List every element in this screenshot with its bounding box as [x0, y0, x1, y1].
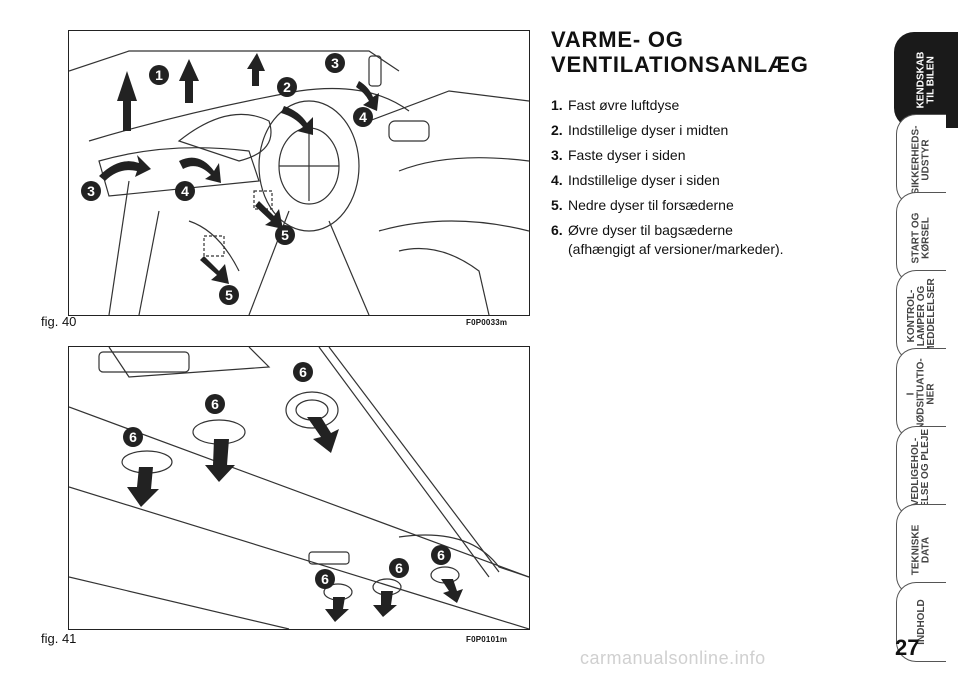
svg-text:6: 6	[211, 396, 219, 412]
figure-40-dashboard: 1 2 3 3 4 4 5	[68, 30, 530, 316]
list-item-number: 5.	[551, 197, 563, 213]
tab-label: MEDDELELSER	[925, 278, 937, 354]
figure-41-code: F0P0101m	[466, 635, 508, 644]
list-item-text: Fast øvre luftdyse	[568, 97, 680, 113]
svg-text:6: 6	[437, 547, 445, 563]
svg-text:6: 6	[395, 560, 403, 576]
callout-2: 2	[277, 77, 297, 97]
callout-6-b: 6	[205, 394, 225, 414]
list-item: 6. Øvre dyser til bagsæderne (afhængigt …	[551, 218, 784, 262]
list-item-number: 3.	[551, 147, 563, 163]
list-item-number: 1.	[551, 97, 563, 113]
svg-text:1: 1	[155, 67, 163, 83]
tab-label: UDSTYR	[920, 139, 932, 181]
section-title-line1: VARME- OG	[551, 27, 684, 52]
callout-5-right: 5	[275, 225, 295, 245]
figure-41-roof-vents: 6 6 6 6 6 6	[68, 346, 530, 630]
svg-text:4: 4	[359, 109, 367, 125]
callout-6-e: 6	[389, 558, 409, 578]
watermark: carmanualsonline.info	[580, 648, 766, 668]
svg-text:5: 5	[225, 287, 233, 303]
svg-text:3: 3	[331, 55, 339, 71]
list-item-text-line1: Øvre dyser til bagsæderne	[568, 222, 733, 238]
callout-6-c: 6	[293, 362, 313, 382]
figure-40-code: F0P0033m	[466, 318, 508, 327]
callout-3-right: 3	[325, 53, 345, 73]
list-item-text: Indstillelige dyser i midten	[568, 122, 729, 138]
section-title: VARME- OG VENTILATIONSANLÆG	[551, 27, 809, 77]
tab-label: KØRSEL	[920, 217, 932, 259]
vent-list: 1. Fast øvre luftdyse 2. Indstillelige d…	[551, 93, 784, 262]
callout-6-a: 6	[123, 427, 143, 447]
tab-label: NER	[925, 383, 937, 405]
callout-1: 1	[149, 65, 169, 85]
roof-vents-illustration: 6 6 6 6 6 6	[69, 347, 529, 629]
callout-6-f: 6	[431, 545, 451, 565]
svg-text:3: 3	[87, 183, 95, 199]
callout-4-right: 4	[353, 107, 373, 127]
figure-41-caption: fig. 41	[41, 631, 77, 646]
list-item-text: Nedre dyser til forsæderne	[568, 197, 734, 213]
tab-indhold[interactable]: INDHOLD	[896, 582, 946, 662]
svg-text:2: 2	[283, 79, 291, 95]
svg-text:5: 5	[281, 227, 289, 243]
tab-label: DATA	[920, 536, 932, 564]
callout-5-left: 5	[219, 285, 239, 305]
list-item-number: 6.	[551, 222, 563, 238]
section-title-line2: VENTILATIONSANLÆG	[551, 52, 809, 77]
list-item: 5. Nedre dyser til forsæderne	[551, 193, 784, 218]
list-item-text: Øvre dyser til bagsæderne (afhængigt af …	[568, 218, 784, 262]
page-number: 27	[895, 635, 920, 660]
list-item: 4. Indstillelige dyser i siden	[551, 168, 784, 193]
list-item: 3. Faste dyser i siden	[551, 143, 784, 168]
dashboard-illustration: 1 2 3 3 4 4 5	[69, 50, 529, 315]
svg-text:6: 6	[321, 571, 329, 587]
tab-label: DELSE OG PLEJE	[920, 428, 932, 516]
tab-label: TIL BILEN	[925, 56, 937, 104]
callout-4-left: 4	[175, 181, 195, 201]
list-item-text: Indstillelige dyser i siden	[568, 172, 720, 188]
list-item: 2. Indstillelige dyser i midten	[551, 118, 784, 143]
list-item-text-line2: (afhængigt af versioner/markeder).	[568, 241, 784, 257]
svg-text:6: 6	[299, 364, 307, 380]
list-item: 1. Fast øvre luftdyse	[551, 93, 784, 118]
svg-text:4: 4	[181, 183, 189, 199]
tab-vedligeholdelse[interactable]: VEDLIGEHOL-DELSE OG PLEJE	[896, 426, 946, 518]
list-item-text: Faste dyser i siden	[568, 147, 686, 163]
tab-sikkerhedsudstyr[interactable]: SIKKERHEDS-UDSTYR	[896, 114, 946, 206]
svg-text:6: 6	[129, 429, 137, 445]
callout-6-d: 6	[315, 569, 335, 589]
list-item-number: 2.	[551, 122, 563, 138]
figure-40-caption: fig. 40	[41, 314, 77, 329]
list-item-number: 4.	[551, 172, 563, 188]
callout-3-left: 3	[81, 181, 101, 201]
